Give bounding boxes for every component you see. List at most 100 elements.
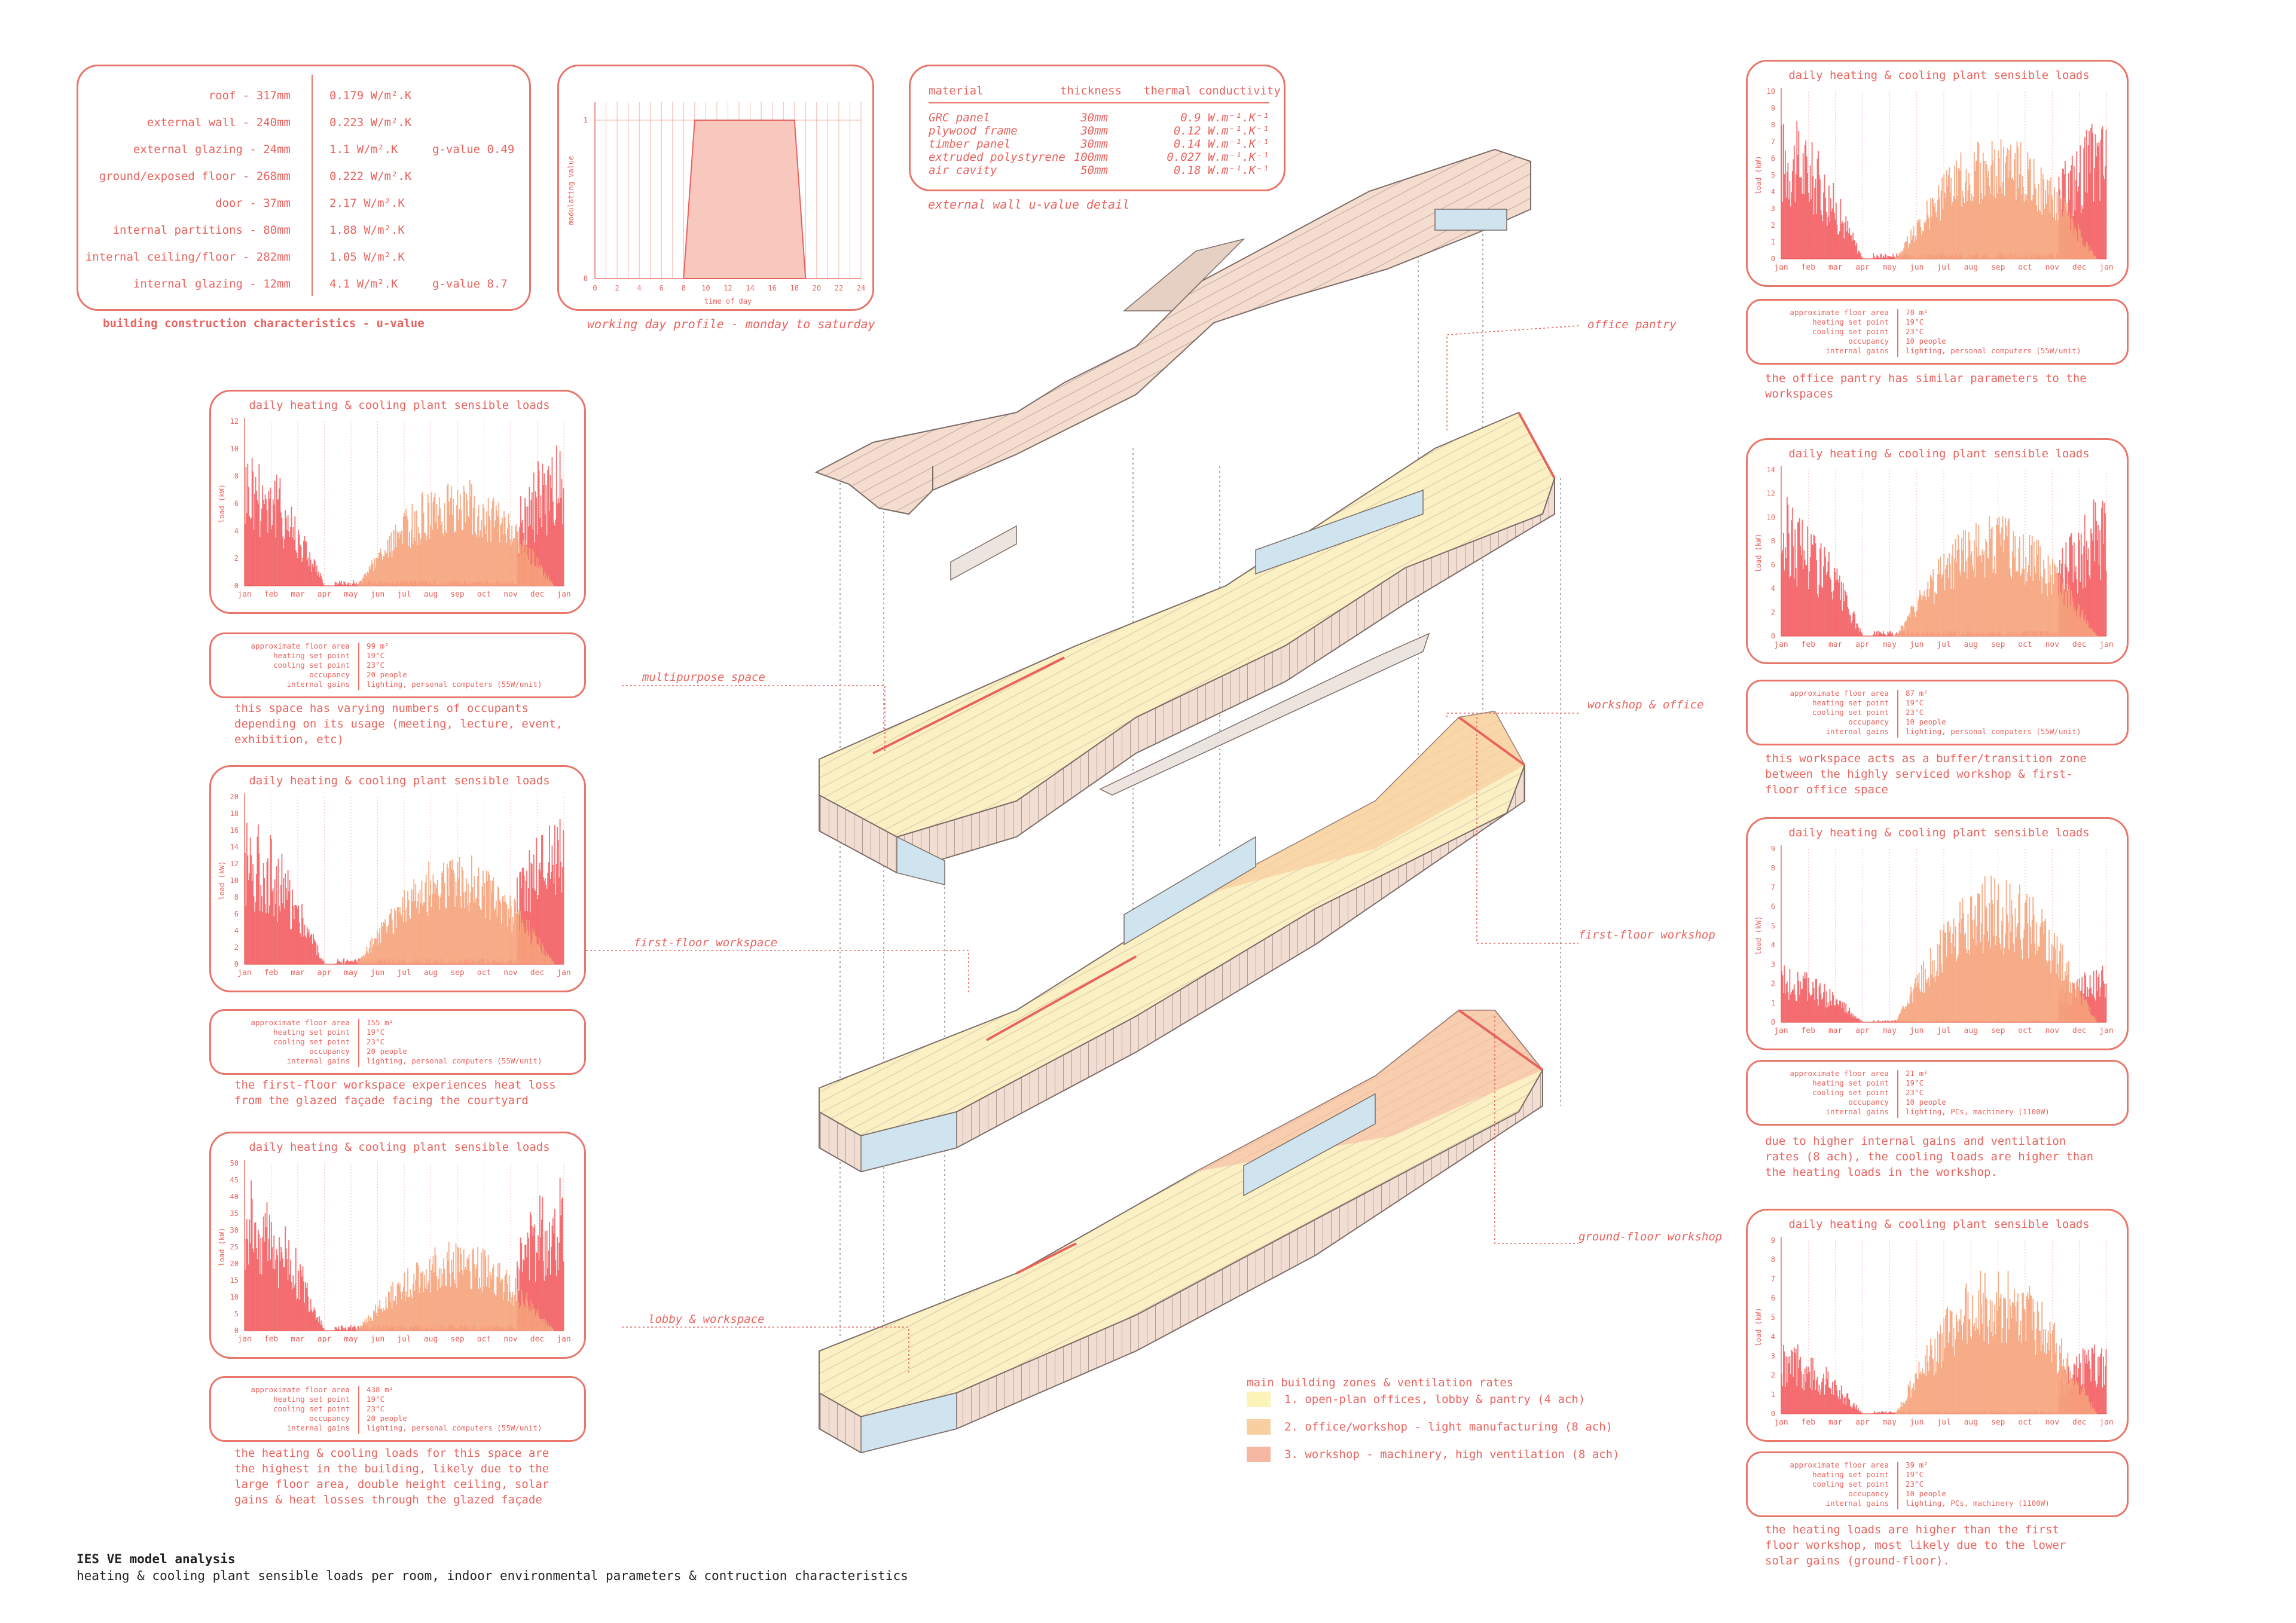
parameter-value: 19°C	[367, 1395, 385, 1404]
parameter-value: 19°C	[367, 1028, 385, 1037]
profile-area	[683, 120, 807, 279]
y-tick: 10	[1767, 513, 1775, 521]
parameter-label: approximate floor area	[1790, 1460, 1889, 1469]
y-tick: 4	[234, 527, 239, 535]
month-tick: mar	[291, 968, 305, 977]
wall-thickness: 30mm	[1080, 137, 1108, 151]
y-tick: 4	[1771, 941, 1775, 949]
wall-material: air cavity	[929, 164, 997, 177]
y-tick: 9	[1771, 1236, 1775, 1245]
month-tick: oct	[2018, 1026, 2032, 1035]
y-tick: 8	[1771, 864, 1775, 872]
month-tick: jul	[1937, 263, 1950, 272]
parameter-value: 99 m²	[367, 641, 389, 650]
month-tick: apr	[317, 590, 332, 599]
month-tick: mar	[1828, 1418, 1843, 1427]
y-tick: 6	[1771, 561, 1775, 569]
wall-conductivity: 0.9 W.m⁻¹.K⁻¹	[1180, 111, 1269, 124]
construction-u-value: 1.88 W/m².K	[329, 224, 405, 237]
roof-layer	[814, 148, 1531, 581]
wall-material: timber panel	[929, 137, 1011, 151]
month-tick: oct	[2018, 1418, 2032, 1427]
parameter-label: internal gains	[286, 1423, 350, 1432]
construction-u-value: 0.179 W/m².K	[329, 89, 412, 102]
chart-note: due to higher internal gains and ventila…	[1765, 1135, 2094, 1179]
parameter-value: 10 people	[1906, 717, 1946, 726]
y-tick: 0	[1771, 1410, 1775, 1418]
month-tick: oct	[477, 968, 491, 977]
month-tick: sep	[1991, 263, 2005, 272]
month-tick: jan	[557, 1335, 570, 1344]
month-tick: apr	[1855, 1026, 1870, 1035]
wall-header-conductivity: thermal conductivity	[1144, 84, 1281, 97]
parameter-label: cooling set point	[273, 1404, 350, 1413]
parameter-label: heating set point	[1812, 698, 1889, 707]
month-tick: jun	[1910, 263, 1923, 272]
y-tick: 6	[234, 500, 239, 508]
parameter-value: 19°C	[1906, 317, 1924, 326]
month-tick: jan	[2099, 640, 2113, 649]
parameters-divider	[1897, 309, 1898, 357]
chart-note: the first-floor workspace experiences he…	[234, 1078, 556, 1107]
month-tick: jan	[1774, 1026, 1788, 1035]
load-chart-panel: daily heating & cooling plant sensible l…	[209, 765, 586, 992]
wall-header-rule	[929, 102, 1269, 103]
legend-swatch	[1247, 1392, 1271, 1407]
parameter-label: cooling set point	[1812, 1480, 1889, 1488]
parameter-label: cooling set point	[273, 661, 350, 670]
y-tick: 4	[1771, 1332, 1775, 1341]
month-tick: jul	[397, 590, 411, 599]
parameter-label: heating set point	[1812, 317, 1889, 326]
y-tick: 7	[1771, 137, 1775, 146]
y-axis-label: load (kW)	[1754, 533, 1763, 572]
legend-swatch	[1247, 1447, 1271, 1462]
y-tick: 1	[1771, 238, 1775, 246]
month-tick: jan	[2099, 1026, 2113, 1035]
month-tick: jun	[1910, 1418, 1923, 1427]
legend-title: main building zones & ventilation rates	[1247, 1376, 1514, 1389]
month-tick: jul	[1937, 1026, 1950, 1035]
parameter-value: 23°C	[1906, 1480, 1924, 1488]
month-tick: jun	[371, 1335, 384, 1344]
chart-note: the heating loads are higher than the fi…	[1765, 1523, 2066, 1567]
y-tick: 4	[234, 927, 239, 935]
footer-title: IES VE model analysis	[77, 1552, 236, 1566]
parameter-value: 19°C	[1906, 1470, 1924, 1479]
construction-item: external glazing - 24mm	[133, 143, 291, 156]
parameter-value: 155 m²	[367, 1018, 394, 1027]
wall-material: plywood frame	[929, 124, 1018, 137]
month-tick: apr	[1855, 640, 1870, 649]
parameter-label: approximate floor area	[251, 1385, 350, 1394]
parameter-value: 23°C	[367, 661, 385, 670]
profile-x-tick: 2	[615, 284, 619, 292]
parameter-label: cooling set point	[1812, 708, 1889, 717]
month-tick: jan	[557, 590, 570, 599]
y-tick: 5	[1771, 922, 1775, 930]
wall-thickness: 30mm	[1080, 111, 1108, 124]
profile-x-tick: 4	[637, 284, 642, 292]
month-tick: feb	[1802, 1026, 1816, 1035]
month-tick: nov	[503, 968, 518, 977]
parameter-label: approximate floor area	[251, 641, 350, 650]
label-first-floor-workspace: first-floor workspace	[634, 936, 778, 949]
month-tick: apr	[1855, 1418, 1870, 1427]
wall-conductivity: 0.12 W.m⁻¹.K⁻¹	[1173, 124, 1269, 137]
month-tick: nov	[503, 1335, 518, 1344]
month-tick: jan	[1774, 1418, 1788, 1427]
y-axis-label: load (kW)	[1754, 1307, 1763, 1346]
month-tick: aug	[1964, 1026, 1978, 1035]
month-tick: dec	[2072, 263, 2086, 272]
parameter-label: heating set point	[1812, 1470, 1889, 1479]
parameters-divider	[358, 643, 359, 690]
parameter-label: occupancy	[1848, 717, 1889, 726]
y-tick: 2	[1771, 221, 1775, 230]
y-tick: 40	[230, 1193, 239, 1201]
footer-subtitle: heating & cooling plant sensible loads p…	[77, 1569, 908, 1583]
parameter-value: 23°C	[1906, 327, 1924, 336]
profile-x-tick: 20	[813, 284, 821, 292]
construction-g-value: g-value 0.49	[432, 143, 515, 156]
profile-x-tick: 6	[660, 284, 664, 292]
